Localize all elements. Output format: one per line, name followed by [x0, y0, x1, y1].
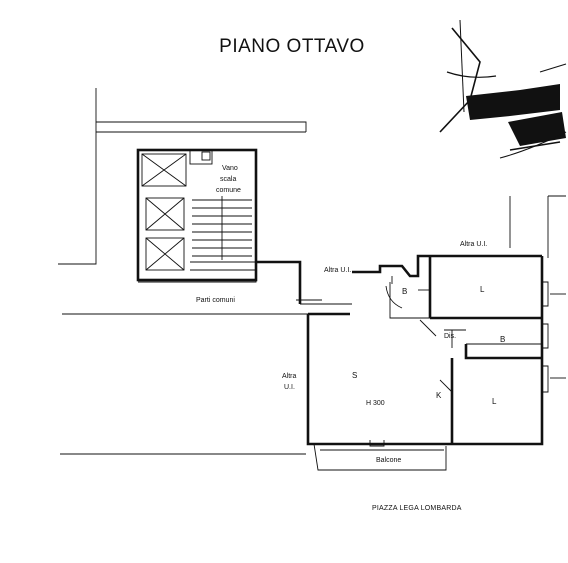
room-l1-label: L [480, 285, 485, 294]
ui-left-label: U.I. [284, 384, 295, 391]
room-s-label: S [352, 371, 357, 380]
altra-ui-top-label: Altra U.I. [460, 241, 487, 248]
comune-label: comune [216, 187, 241, 194]
room-dis-label: Dis. [444, 333, 456, 340]
stair-core [136, 148, 258, 282]
scala-label: scala [220, 176, 236, 183]
plan-title: PIANO OTTAVO [219, 36, 365, 57]
room-b2-label: B [500, 335, 505, 344]
room-l2-label: L [492, 397, 497, 406]
vano-label: Vano [222, 165, 238, 172]
street-caption: PIAZZA LEGA LOMBARDA [372, 505, 462, 512]
room-b1-label: B [402, 287, 407, 296]
parti-comuni-label: Parti comuni [196, 297, 235, 304]
apartment-walls [306, 254, 566, 471]
altra-left-label: Altra [282, 373, 297, 380]
balcone-label: Balcone [376, 457, 401, 464]
common-corridor [138, 260, 352, 305]
signature-mark [439, 19, 567, 159]
room-height-label: H 300 [366, 400, 385, 407]
building-outline [58, 88, 566, 455]
altra-ui-mid-label: Altra U.I. [324, 267, 351, 274]
room-k-label: K [436, 391, 442, 400]
